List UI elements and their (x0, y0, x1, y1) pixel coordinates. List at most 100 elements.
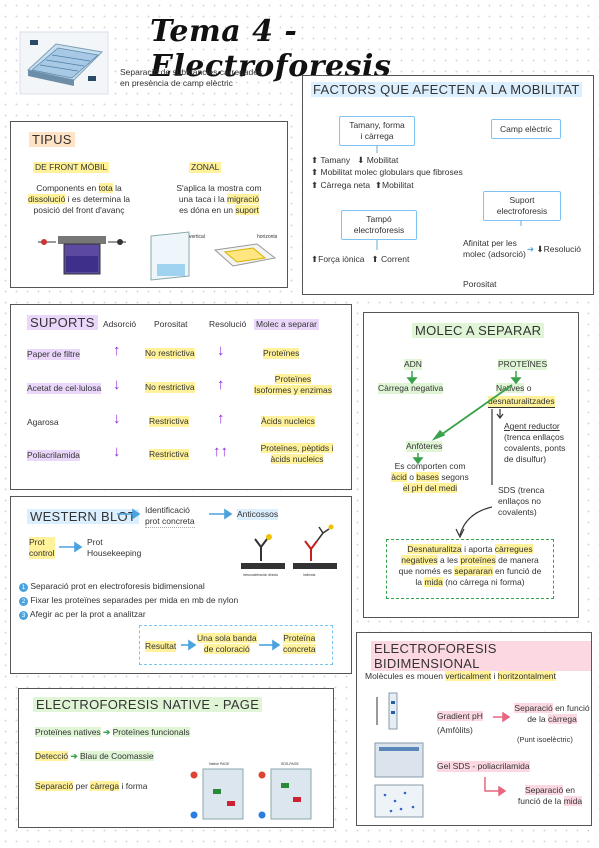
native-line-2: Detecció ➔ Blau de Coomassie (35, 751, 154, 761)
svg-text:Native PAGE: Native PAGE (209, 762, 230, 766)
anticossos-label: Anticossos (237, 509, 279, 520)
suports-heading: SUPORTS (27, 315, 98, 330)
step-1: 1 Separació prot en electroforesis bidim… (19, 581, 238, 592)
col-adsorcio: Adsorció (103, 319, 137, 329)
western-steps: 1 Separació prot en electroforesis bidim… (19, 581, 238, 620)
punt-isoelectric: (Punt isoelèctric) (517, 735, 573, 744)
charge-line: ⬆ Càrrega neta ⬆Mobilitat (311, 180, 414, 190)
row-paper-porositat: No restrictiva (145, 348, 195, 359)
intro-line-1: Separació de substàncies carregades (120, 67, 263, 77)
step-2: 2 Fixar les proteïnes separades per mida… (19, 595, 238, 606)
bidim-gel-image (371, 691, 427, 826)
molec-panel: MOLEC A SEPARAR ADN PROTEÏNES Càrrega ne… (363, 312, 579, 618)
row-agarosa-molec: Àcids nucleics (261, 416, 315, 427)
bidim-intro: Molècules es mouen verticalment i horitz… (365, 671, 556, 681)
adn-label: ADN (404, 359, 422, 370)
intro-line-2: en presència de camp elèctric (120, 78, 233, 88)
row-agarosa-adsorcio: ↓ (113, 410, 121, 427)
row-poliacrilamida-resolucio: ↑↑ (213, 443, 228, 460)
western-heading: WESTERN BLOT (27, 509, 140, 524)
resultat-label: Resultat (145, 641, 177, 652)
native-gel-image: Native PAGE SDS-PAGE (189, 759, 329, 830)
bidim-panel: ELECTROFORESIS BIDIMENSIONAL Molècules e… (356, 632, 592, 826)
row-acetat-adsorcio: ↓ (113, 376, 121, 393)
native-line-1: Proteïnes natives ➔ Proteïnes funcionals (35, 727, 190, 737)
carrega-negativa: Càrrega negativa (378, 383, 444, 394)
native-panel: ELECTROFORESIS NATIVE - PAGE Proteïnes n… (18, 688, 334, 828)
factors-panel: FACTORS QUE AFECTEN A LA MOBILITAT Taman… (302, 75, 594, 295)
row-paper-adsorcio: ↑ (113, 342, 121, 359)
row-poliacrilamida-name: Poliacrilamida (27, 450, 80, 461)
result-dashed-box (139, 625, 333, 665)
ionic-line: ⬆Força iònica ⬆ Corrent (311, 254, 410, 264)
molec-arrows (406, 371, 522, 539)
row-paper-resolucio: ↓ (217, 342, 225, 359)
svg-text:SDS-PAGE: SDS-PAGE (281, 762, 299, 766)
desnaturalitzades-label: desnaturalitzades (488, 396, 555, 408)
row-paper-name: Paper de filtre (27, 349, 80, 360)
sep-carrega: Separació en funció de la càrrega (514, 703, 590, 724)
tipus-heading: TIPUS (29, 132, 75, 147)
globular-line: ⬆ Mobilitat molec globulars que fibroses (311, 167, 463, 177)
step-3: 3 Afegir ac per la prot a analitzar (19, 609, 238, 620)
page-title: Tema 4 - Electroforesis (150, 14, 392, 84)
size-effect-line: ⬆ Tamany ⬇ Mobilitat (311, 155, 399, 165)
row-acetat-resolucio: ↑ (217, 376, 225, 393)
row-poliacrilamida-molec: Proteïnes, pèptids i àcids nucleics (260, 443, 334, 464)
molec-heading: MOLEC A SEPARAR (412, 323, 545, 338)
bidim-heading: ELECTROFORESIS BIDIMENSIONAL (371, 641, 591, 671)
gel-apparatus-image (18, 30, 110, 96)
row-acetat-molec: Proteïnes Isoformes y enzimas (254, 374, 332, 395)
row-acetat-name: Acetat de cel·lulosa (27, 383, 102, 394)
zonal-title: ZONAL (189, 162, 222, 173)
row-agarosa-porositat: Restrictiva (149, 416, 189, 427)
horizontal-label: horizontal (257, 234, 277, 240)
svg-text:Inmunodetección directa: Inmunodetección directa (243, 573, 278, 577)
suports-panel: SUPORTS Adsorció Porositat Resolució Mol… (10, 304, 352, 490)
col-resolucio: Resolució (209, 319, 247, 329)
row-poliacrilamida-adsorcio: ↓ (113, 443, 121, 460)
field-factor-box: Camp elèctric (491, 119, 561, 139)
row-paper-molec: Proteïnes (263, 348, 300, 359)
anfoteres-label: Anfòteres (406, 441, 443, 452)
natives-label: Natives o (496, 383, 532, 393)
front-apparatus-image (36, 228, 128, 285)
zonal-description: S'aplica la mostra com una taca i la mig… (176, 183, 262, 215)
gradient-ph: Gradient pH (Amfòlits) (437, 711, 483, 735)
vertical-label: vertical (189, 234, 205, 240)
row-agarosa-resolucio: ↑ (217, 410, 225, 427)
front-title: DE FRONT MÒBIL (33, 162, 110, 173)
proteines-label: PROTEÏNES (498, 359, 548, 370)
sep-mida: Separació en funció de la mida (517, 785, 583, 806)
col-porositat: Porositat (154, 319, 188, 329)
native-line-3: Separació per càrrega i forma (35, 781, 148, 791)
western-arrows (59, 508, 281, 651)
anfoteres-description: Es comporten com àcid o bases segons el … (391, 461, 469, 493)
tipus-panel: TIPUS DE FRONT MÒBIL ZONAL Components en… (10, 121, 288, 288)
svg-text:Indirecta: Indirecta (303, 573, 315, 577)
porosity-text: Porositat (463, 279, 497, 289)
front-description: Components en tota la dissolució i es de… (27, 183, 131, 215)
row-agarosa-name: Agarosa (27, 417, 59, 427)
native-heading: ELECTROFORESIS NATIVE - PAGE (33, 697, 263, 712)
row-poliacrilamida-porositat: Restrictiva (149, 449, 189, 460)
col-molec: Molec a separar (254, 319, 319, 330)
factors-heading: FACTORS QUE AFECTEN A LA MOBILITAT (311, 82, 582, 97)
zonal-apparatus-image: vertical horizontal (149, 228, 279, 289)
immunodetection-image: Inmunodetección directa Indirecta (239, 523, 339, 584)
gel-sds: Gel SDS - poliacrilamida (437, 761, 530, 772)
bidim-arrows (484, 711, 511, 797)
resolution-line: ➔ ⬇Resolució (527, 244, 581, 254)
desnat-result-box: Desnaturalitza i aporta càrregues negati… (386, 539, 554, 599)
